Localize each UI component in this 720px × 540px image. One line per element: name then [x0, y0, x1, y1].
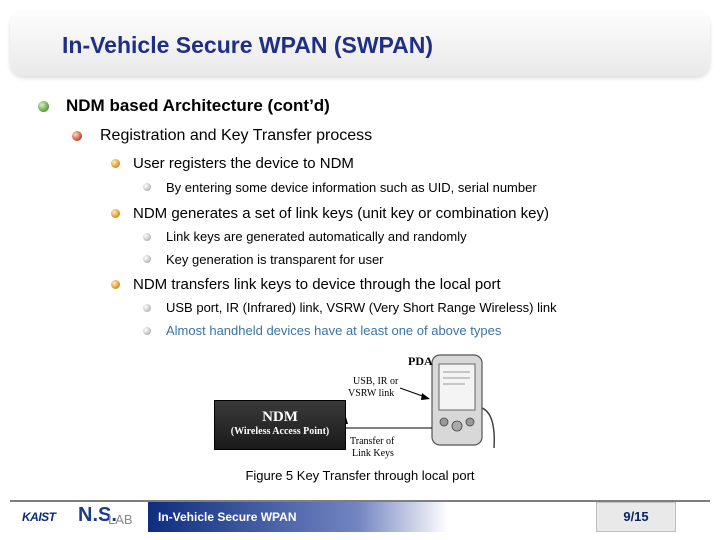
- footer-title-bar: In-Vehicle Secure WPAN: [148, 502, 448, 532]
- ndm-label: NDM: [262, 409, 298, 425]
- bullet-gray-icon: [143, 183, 151, 191]
- slide-title: In-Vehicle Secure WPAN (SWPAN): [62, 32, 434, 58]
- bullet-orange-icon: [111, 280, 120, 289]
- footer-divider: [10, 500, 710, 502]
- footer: KAIST N.S. LAB In-Vehicle Secure WPAN 9/…: [10, 502, 710, 532]
- title-bar: [10, 12, 710, 76]
- transfer-label-line1: Transfer of: [350, 436, 395, 447]
- ndm-box: NDM (Wireless Access Point): [214, 400, 346, 450]
- bullet-orange-icon: [111, 209, 120, 218]
- bullet-gray-icon: [143, 327, 151, 335]
- bullet-item1: User registers the device to NDM: [133, 155, 354, 172]
- pda-label: PDA: [408, 354, 433, 368]
- kaist-logo: KAIST: [22, 510, 56, 524]
- bullet-item2-sub1: Link keys are generated automatically an…: [166, 229, 467, 244]
- bullet-green-icon: [38, 101, 49, 112]
- ns-logo: N.S.: [78, 504, 117, 526]
- lab-logo: LAB: [108, 512, 133, 527]
- bullet-orange-icon: [111, 159, 120, 168]
- bullet-item1-sub1: By entering some device information such…: [166, 180, 537, 195]
- bullet-gray-icon: [143, 233, 151, 241]
- bullet-red-icon: [72, 131, 82, 141]
- bullet-item3: NDM transfers link keys to device throug…: [133, 276, 501, 293]
- bullet-item3-sub1: USB port, IR (Infrared) link, VSRW (Very…: [166, 300, 557, 315]
- bullet-item3-sub2: Almost handheld devices have at least on…: [166, 323, 502, 338]
- footer-title: In-Vehicle Secure WPAN: [158, 510, 297, 524]
- bullet-level2: Registration and Key Transfer process: [100, 127, 373, 144]
- page-number: 9/15: [596, 502, 676, 532]
- bullet-gray-icon: [143, 304, 151, 312]
- bullet-item2: NDM generates a set of link keys (unit k…: [133, 205, 550, 222]
- bullet-level1: NDM based Architecture (cont’d): [66, 96, 330, 115]
- bullet-item2-sub2: Key generation is transparent for user: [166, 252, 384, 267]
- link-label-line2: VSRW link: [348, 388, 395, 399]
- ndm-sub-label: (Wireless Access Point): [230, 426, 330, 437]
- transfer-label-line2: Link Keys: [352, 448, 394, 459]
- link-label-line1: USB, IR or: [353, 376, 399, 387]
- pda-device-icon: [431, 354, 495, 449]
- figure-caption: Figure 5 Key Transfer through local port: [245, 468, 475, 483]
- bullet-gray-icon: [143, 255, 151, 263]
